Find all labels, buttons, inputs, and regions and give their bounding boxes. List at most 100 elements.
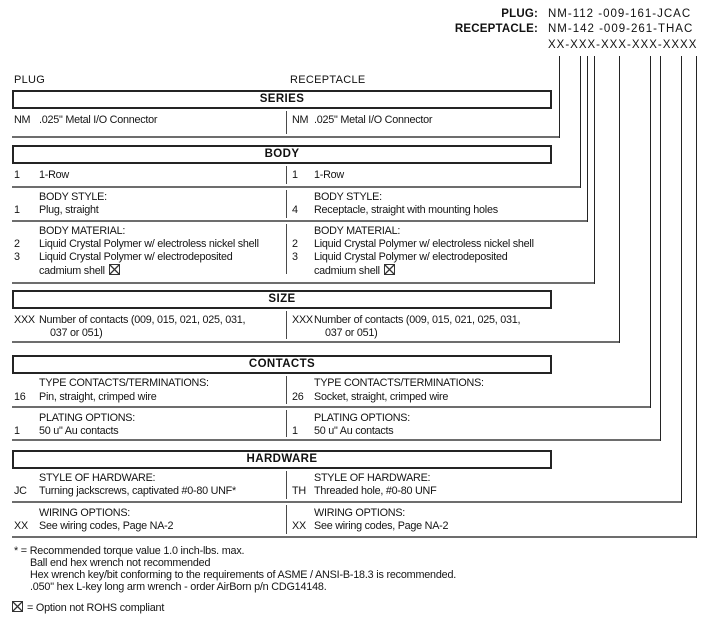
column-header-plug: PLUG xyxy=(14,74,46,86)
size-desc2-right: 037 or 051) xyxy=(325,327,378,339)
not-rohs-icon xyxy=(12,601,23,612)
center-divider-series xyxy=(286,111,287,134)
section-title-contacts: CONTACTS xyxy=(12,355,552,374)
hardware-style-code-left: JC xyxy=(14,485,27,497)
connector-line-series xyxy=(559,56,560,138)
divider-series-bottom xyxy=(12,136,560,138)
contacts-type-label-right: TYPE CONTACTS/TERMINATIONS: xyxy=(314,377,484,389)
contacts-type-label-left: TYPE CONTACTS/TERMINATIONS: xyxy=(39,377,209,389)
wiring-code-right: XX xyxy=(292,520,306,532)
plug-part-number-value: NM-112 -009-161-JCAC xyxy=(548,8,692,20)
body-material-nickel-desc-left: Liquid Crystal Polymer w/ electroless ni… xyxy=(39,238,259,250)
part-number-pattern: XX-XXX-XXX-XXX-XXXX xyxy=(548,39,698,51)
body-row-code-left: 1 xyxy=(14,169,20,181)
connector-line-plating xyxy=(660,56,661,441)
connector-line-size xyxy=(619,56,620,343)
center-divider-size xyxy=(286,311,287,339)
body-material-nickel-code-left: 2 xyxy=(14,238,20,250)
receptacle-part-number-label: RECEPTACLE: xyxy=(454,23,538,35)
center-divider-body-material xyxy=(286,224,287,274)
body-material-label-left: BODY MATERIAL: xyxy=(39,225,126,237)
series-desc-right: .025" Metal I/O Connector xyxy=(314,114,433,126)
body-material-nickel-desc-right: Liquid Crystal Polymer w/ electroless ni… xyxy=(314,238,534,250)
body-style-code-left: 1 xyxy=(14,204,20,216)
hardware-style-desc-right: Threaded hole, #0-80 UNF xyxy=(314,485,437,497)
divider-body-row xyxy=(12,186,581,188)
body-row-code-right: 1 xyxy=(292,169,298,181)
divider-hardware-bottom xyxy=(12,536,697,538)
contacts-type-code-left: 16 xyxy=(14,391,26,403)
body-material-cadmium-desc2-right: cadmium shell xyxy=(314,264,395,277)
wiring-desc-right: See wiring codes, Page NA-2 xyxy=(314,520,449,532)
plating-label-left: PLATING OPTIONS: xyxy=(39,412,135,424)
connector-line-body-material xyxy=(594,56,595,284)
section-title-size: SIZE xyxy=(12,290,552,309)
plating-desc-right: 50 u" Au contacts xyxy=(314,425,394,437)
not-rohs-icon xyxy=(383,264,395,275)
receptacle-part-number-value: NM-142 -009-261-THAC xyxy=(548,23,694,35)
series-code-right: NM xyxy=(292,114,309,126)
body-material-cadmium-desc2-left: cadmium shell xyxy=(39,264,120,277)
footnote-rohs: = Option not ROHS compliant xyxy=(12,601,164,614)
plating-label-right: PLATING OPTIONS: xyxy=(314,412,410,424)
size-code-left: XXX xyxy=(14,314,35,326)
series-code-left: NM xyxy=(14,114,31,126)
center-divider-wiring xyxy=(286,505,287,534)
footnote-torque-line1: * = Recommended torque value 1.0 inch-lb… xyxy=(14,545,245,557)
center-divider-plating xyxy=(286,410,287,437)
connector-line-wiring xyxy=(696,56,697,538)
center-divider-hardware-style xyxy=(286,471,287,499)
body-style-desc-right: Receptacle, straight with mounting holes xyxy=(314,204,498,216)
footnote-torque-line2: Ball end hex wrench not recommended xyxy=(30,557,211,569)
plating-code-right: 1 xyxy=(292,425,298,437)
body-material-cadmium-code-right: 3 xyxy=(292,251,298,263)
size-desc1-right: Number of contacts (009, 015, 021, 025, … xyxy=(314,314,521,326)
body-style-desc-left: Plug, straight xyxy=(39,204,99,216)
body-material-nickel-code-right: 2 xyxy=(292,238,298,250)
body-material-cadmium-desc1-right: Liquid Crystal Polymer w/ electrodeposit… xyxy=(314,251,508,263)
column-header-receptacle: RECEPTACLE xyxy=(290,74,366,86)
divider-contacts-bottom xyxy=(12,439,661,441)
connector-line-body-style xyxy=(587,56,588,222)
size-desc2-left: 037 or 051) xyxy=(50,327,103,339)
plug-part-number-label: PLUG: xyxy=(501,8,538,20)
section-title-hardware: HARDWARE xyxy=(12,450,552,469)
hardware-style-desc-left: Turning jackscrews, captivated #0-80 UNF… xyxy=(39,485,236,497)
plating-code-left: 1 xyxy=(14,425,20,437)
connector-line-body-row xyxy=(580,56,581,188)
divider-size-bottom xyxy=(12,341,620,343)
wiring-code-left: XX xyxy=(14,520,28,532)
footnote-torque-line4: .050" hex L-key long arm wrench - order … xyxy=(30,581,327,593)
body-style-code-right: 4 xyxy=(292,204,298,216)
not-rohs-icon xyxy=(108,264,120,275)
body-material-cadmium-code-left: 3 xyxy=(14,251,20,263)
connector-line-hardware-style xyxy=(681,56,682,503)
connector-line-contacts-type xyxy=(650,56,651,408)
hardware-style-code-right: TH xyxy=(292,485,306,497)
footnote-torque-line3: Hex wrench key/bit conforming to the req… xyxy=(30,569,457,581)
divider-body-style xyxy=(12,220,588,222)
body-row-desc-left: 1-Row xyxy=(39,169,69,181)
body-style-label-left: BODY STYLE: xyxy=(39,191,107,203)
section-title-body: BODY xyxy=(12,145,552,164)
wiring-label-left: WIRING OPTIONS: xyxy=(39,507,131,519)
center-divider-body-row xyxy=(286,166,287,184)
contacts-type-desc-right: Socket, straight, crimped wire xyxy=(314,391,449,403)
body-row-desc-right: 1-Row xyxy=(314,169,344,181)
wiring-label-right: WIRING OPTIONS: xyxy=(314,507,406,519)
body-style-label-right: BODY STYLE: xyxy=(314,191,382,203)
series-desc-left: .025" Metal I/O Connector xyxy=(39,114,158,126)
center-divider-contacts-type xyxy=(286,376,287,404)
body-material-cadmium-desc1-left: Liquid Crystal Polymer w/ electrodeposit… xyxy=(39,251,233,263)
body-material-label-right: BODY MATERIAL: xyxy=(314,225,401,237)
section-title-series: SERIES xyxy=(12,90,552,109)
size-code-right: XXX xyxy=(292,314,313,326)
hardware-style-label-right: STYLE OF HARDWARE: xyxy=(314,472,431,484)
contacts-type-code-right: 26 xyxy=(292,391,304,403)
size-desc1-left: Number of contacts (009, 015, 021, 025, … xyxy=(39,314,246,326)
contacts-type-desc-left: Pin, straight, crimped wire xyxy=(39,391,157,403)
center-divider-body-style xyxy=(286,190,287,218)
hardware-style-label-left: STYLE OF HARDWARE: xyxy=(39,472,156,484)
plating-desc-left: 50 u" Au contacts xyxy=(39,425,119,437)
